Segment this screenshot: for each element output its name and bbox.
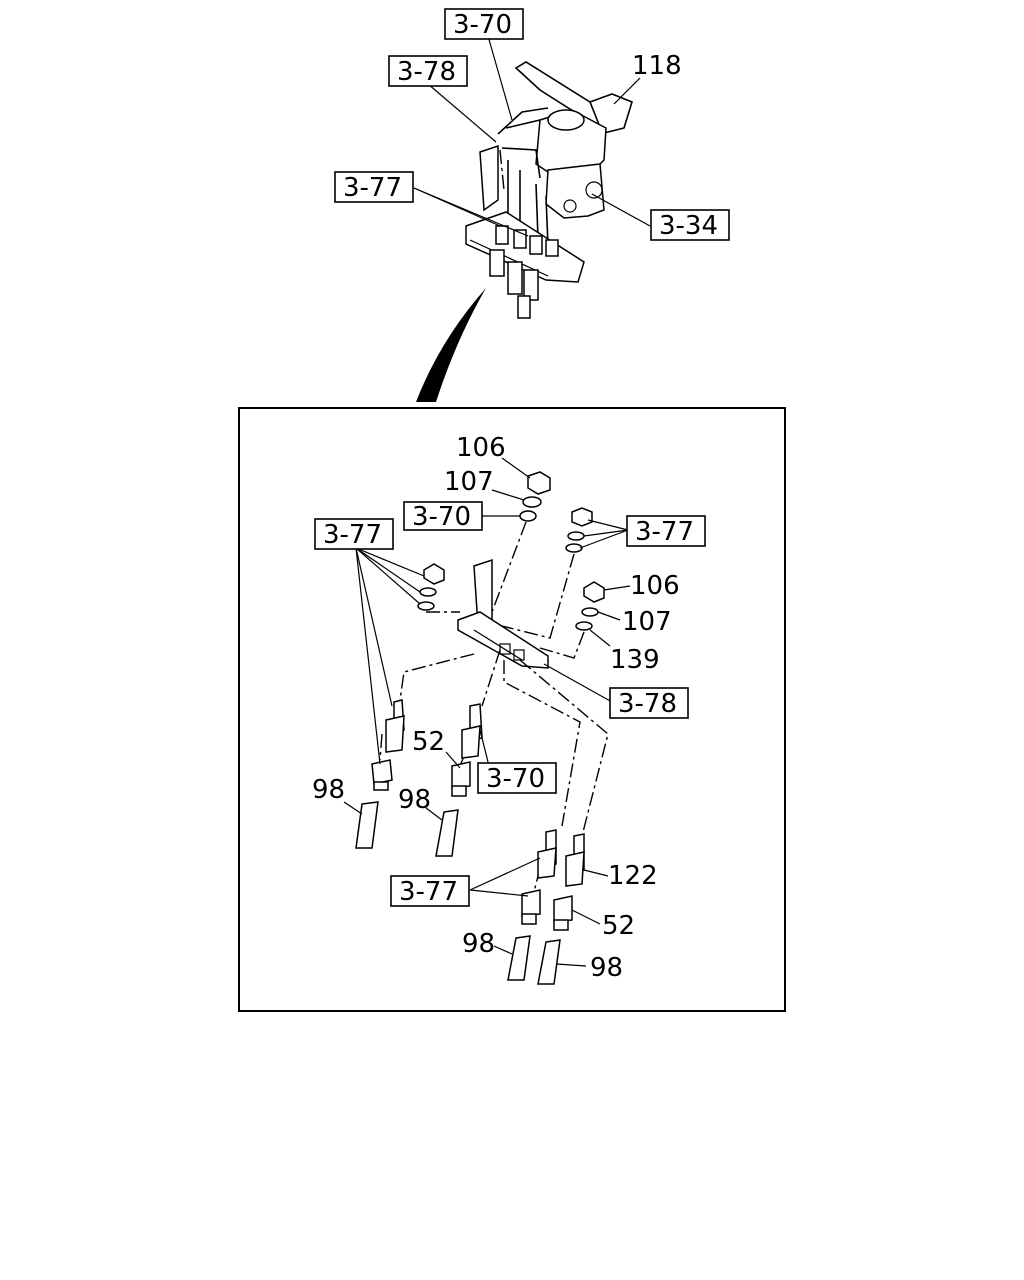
top-labels: 3-70 3-78 3-77 3-34 118 — [334, 8, 730, 241]
ref-3-77-bottom: 3-77 — [399, 877, 458, 907]
ref-3-70-top: 3-70 — [453, 10, 512, 40]
ref-3-78-top: 3-78 — [397, 57, 456, 87]
detail-labels: 106 107 3-70 3-77 3-77 106 107 139 3-78 … — [312, 433, 706, 983]
part-106-top-label: 106 — [456, 433, 506, 463]
ref-box-3-78-top — [388, 55, 468, 87]
part-118-label: 118 — [632, 51, 682, 81]
part-52-right-label: 52 — [602, 911, 635, 941]
detail-leaders — [343, 457, 631, 967]
detail-frame — [238, 407, 786, 1012]
part-98-a-label: 98 — [312, 775, 345, 805]
ref-box-3-34 — [650, 209, 730, 241]
ref-3-77-left: 3-77 — [323, 520, 382, 550]
ref-3-70-detail-a: 3-70 — [412, 502, 471, 532]
ref-box-3-77-bottom — [390, 875, 470, 907]
ref-3-70-detail-b: 3-70 — [486, 764, 545, 794]
ref-3-77-top: 3-77 — [343, 173, 402, 203]
part-98-b-label: 98 — [398, 785, 431, 815]
top-leaders — [413, 35, 651, 237]
part-106-right-label: 106 — [630, 571, 680, 601]
detail-pointer — [416, 288, 486, 402]
ref-box-3-77-right — [626, 515, 706, 547]
ref-3-78-detail: 3-78 — [618, 689, 677, 719]
ref-box-3-77-left — [314, 518, 394, 550]
detail-parts — [355, 471, 609, 985]
top-assembly — [465, 61, 633, 319]
part-122-label: 122 — [608, 861, 658, 891]
part-107-right-label: 107 — [622, 607, 672, 637]
ref-box-3-70-top — [444, 8, 524, 40]
part-52-left-label: 52 — [412, 727, 445, 757]
ref-box-3-70-detail-a — [403, 501, 483, 531]
part-139-label: 139 — [610, 645, 660, 675]
part-107-top-label: 107 — [444, 467, 494, 497]
part-98-d-label: 98 — [590, 953, 623, 983]
ref-3-34: 3-34 — [659, 211, 718, 241]
ref-box-3-70-detail-b — [477, 762, 557, 794]
ref-box-3-77-top — [334, 171, 414, 203]
ref-box-3-78-detail — [609, 687, 689, 719]
part-98-c-label: 98 — [462, 929, 495, 959]
ref-3-77-right: 3-77 — [635, 517, 694, 547]
